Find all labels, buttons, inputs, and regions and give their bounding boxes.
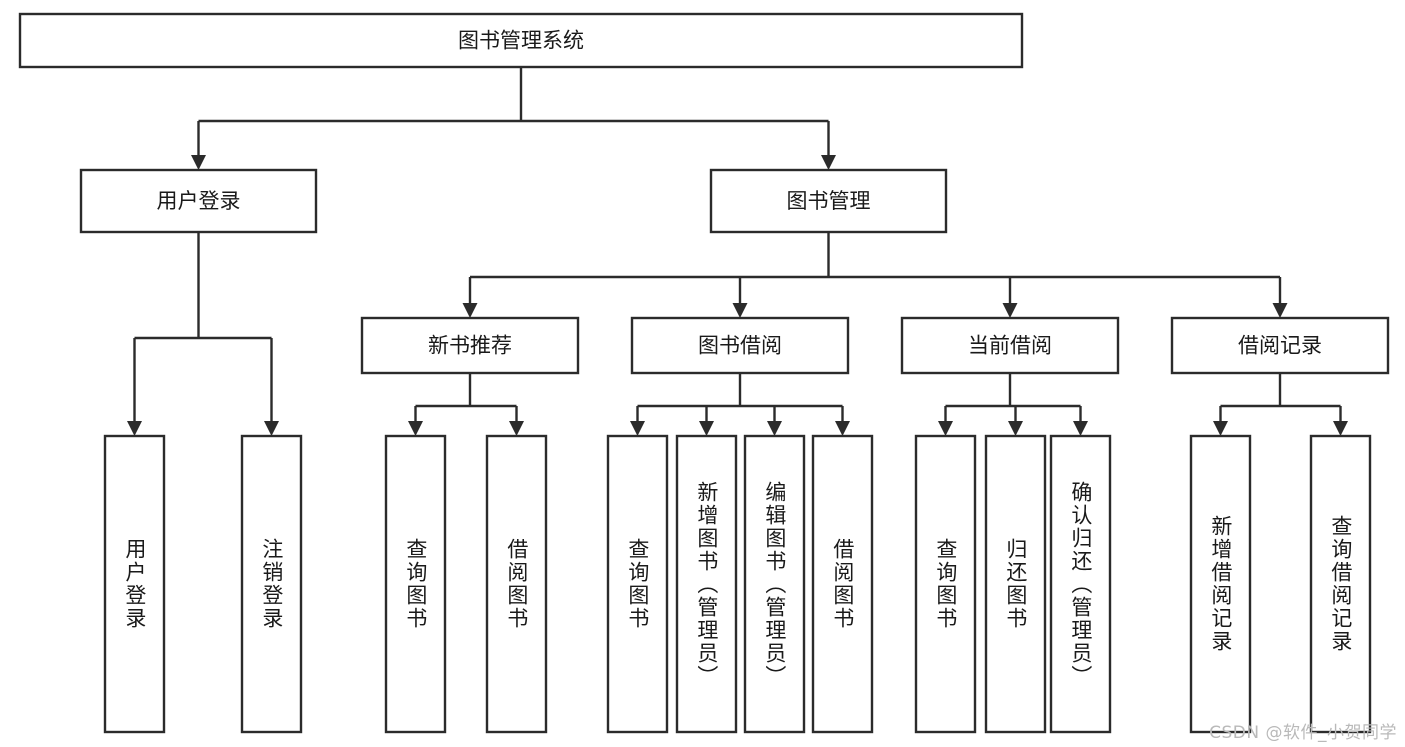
arrowhead-icon [1333,421,1348,436]
arrowhead-icon [767,421,782,436]
node-label-leaf-return-book: 归还图书 [1003,538,1028,630]
arrowhead-icon [699,421,714,436]
node-box-borrow-record[interactable] [1170,316,1390,375]
node-box-leaf-logout[interactable] [240,434,303,734]
node-label-leaf-query-book-borrow: 查询图书 [625,538,650,630]
node-box-book-borrow[interactable] [630,316,850,375]
node-label-leaf-query-book-recommend: 查询图书 [403,538,428,630]
node-box-root[interactable] [18,12,1024,69]
node-label-leaf-query-book-current: 查询图书 [933,538,958,630]
arrowhead-icon [630,421,645,436]
node-box-leaf-user-login[interactable] [103,434,166,734]
node-box-leaf-query-book-recommend[interactable] [384,434,447,734]
arrowhead-icon [408,421,423,436]
node-label-book-manage: 图书管理 [787,189,871,213]
node-box-leaf-query-borrow-record[interactable] [1309,434,1372,734]
arrowhead-icon [191,155,206,170]
node-label-leaf-query-borrow-record: 查询借阅记录 [1328,515,1353,653]
node-box-leaf-borrow-book[interactable] [811,434,874,734]
node-box-leaf-return-book[interactable] [984,434,1047,734]
node-boxes [18,12,1390,734]
node-box-leaf-query-book-current[interactable] [914,434,977,734]
node-box-current-borrow[interactable] [900,316,1120,375]
arrowhead-icon [1002,303,1018,318]
arrowhead-icon [1213,421,1228,436]
node-box-leaf-add-borrow-record[interactable] [1189,434,1252,734]
node-box-user-login[interactable] [79,168,318,234]
arrowhead-icon [462,303,478,318]
node-label-leaf-user-login: 用户登录 [122,538,147,630]
node-label-leaf-add-borrow-record: 新增借阅记录 [1208,515,1233,653]
arrowhead-icon [264,421,279,436]
node-box-new-book-recommend[interactable] [360,316,580,375]
arrowhead-icon [938,421,953,436]
node-box-leaf-borrow-book-recommend[interactable] [485,434,548,734]
node-box-leaf-query-book-borrow[interactable] [606,434,669,734]
node-label-leaf-borrow-book: 借阅图书 [830,538,855,630]
arrowhead-icon [1073,421,1088,436]
watermark-text: CSDN @软件_小贺同学 [1209,723,1397,743]
node-label-leaf-borrow-book-recommend: 借阅图书 [504,538,529,630]
arrowhead-icon [821,155,836,170]
arrowhead-icon [127,421,142,436]
node-label-leaf-edit-book: 编辑图书（管理员） [762,480,787,688]
node-label-leaf-add-book: 新增图书（管理员） [694,480,719,688]
node-label-new-book-recommend: 新书推荐 [428,334,512,358]
arrowhead-icon [732,303,748,318]
node-label-current-borrow: 当前借阅 [968,334,1052,358]
arrowhead-icon [835,421,850,436]
node-box-leaf-confirm-return[interactable] [1049,434,1112,734]
node-box-leaf-edit-book[interactable] [743,434,806,734]
arrowhead-icon [509,421,524,436]
node-label-root: 图书管理系统 [458,29,584,53]
node-box-book-manage[interactable] [709,168,948,234]
node-label-borrow-record: 借阅记录 [1238,334,1322,358]
node-label-leaf-logout: 注销登录 [259,538,284,630]
node-box-leaf-add-book[interactable] [675,434,738,734]
connector-lines [127,67,1348,436]
node-label-book-borrow: 图书借阅 [698,334,782,358]
node-label-leaf-confirm-return: 确认归还（管理员） [1068,480,1093,688]
node-label-user-login: 用户登录 [157,189,241,213]
arrowhead-icon [1272,303,1288,318]
arrowhead-icon [1008,421,1023,436]
